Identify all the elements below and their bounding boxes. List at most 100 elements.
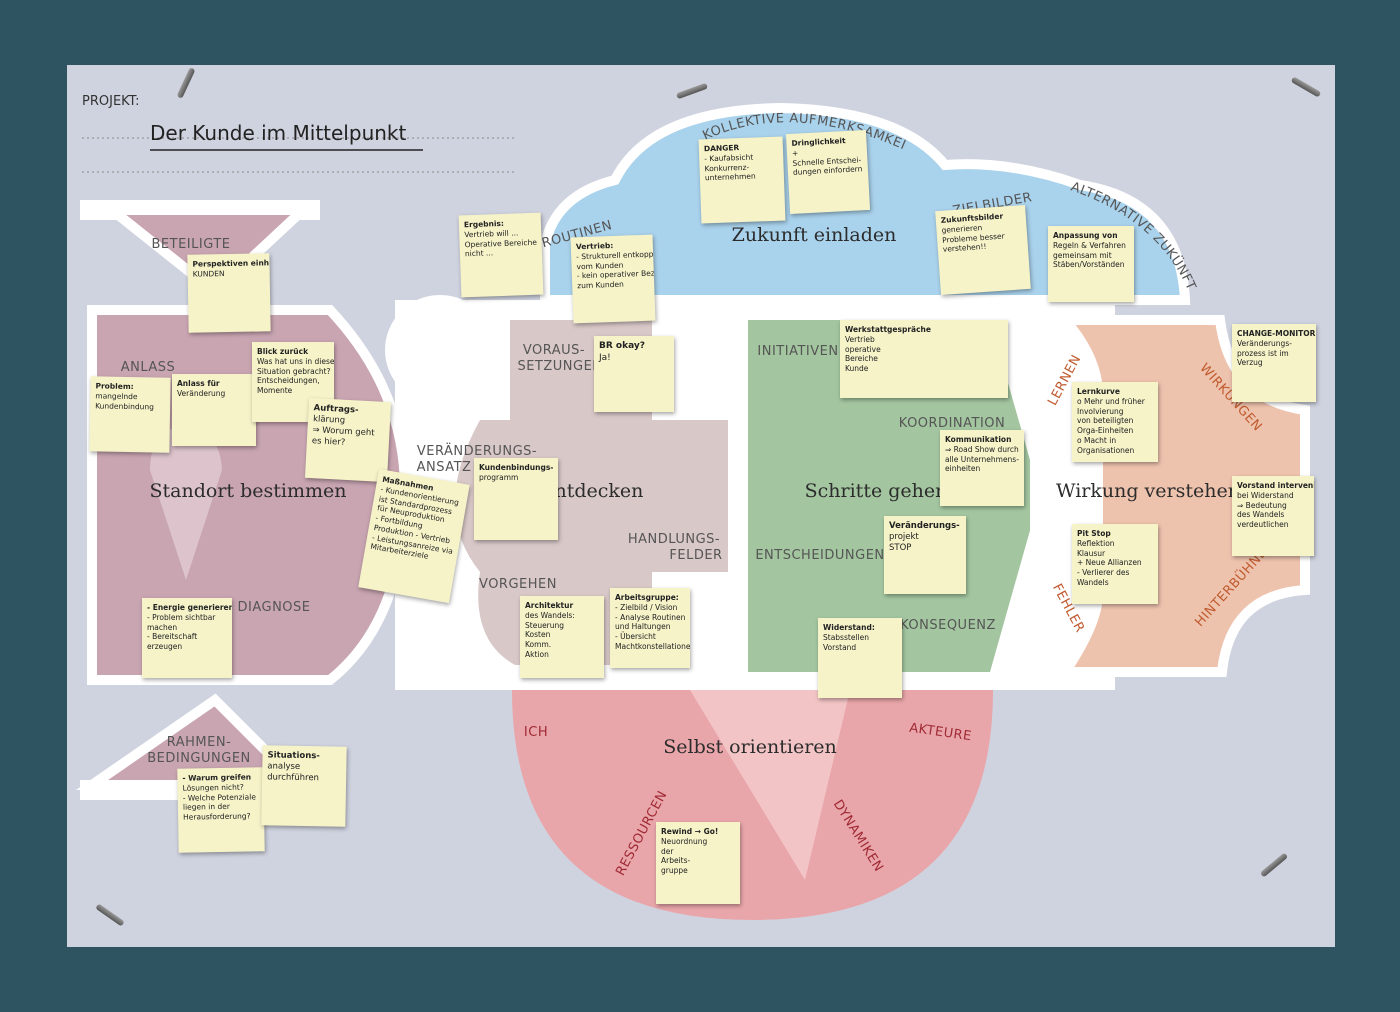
note-line: Regeln & Verfahren: [1053, 240, 1126, 250]
note-line: programm: [479, 472, 519, 482]
note-line: Lernkurve: [1077, 387, 1120, 396]
label-ich: ICH: [524, 725, 548, 740]
note-line: Veränderung: [177, 388, 226, 398]
label-rahmen: RAHMEN-: [167, 735, 232, 750]
note-line: Rewind → Go!: [661, 827, 719, 836]
note-line: projekt: [889, 532, 919, 543]
note-line: erzeugen: [147, 642, 183, 651]
label-bedingungen: BEDINGUNGEN: [147, 751, 251, 766]
note-line: - Übersicht: [615, 632, 656, 641]
note-kundenbindung[interactable]: Kundenbindungs-programm: [474, 458, 558, 540]
note-line: Stäben/Vorständen: [1053, 260, 1125, 270]
note-line: Veränderungs-: [889, 521, 960, 531]
note-line: Perspektiven einholen: [192, 257, 271, 269]
note-line: alle Unternehmens-: [945, 454, 1019, 464]
note-line: Ja!: [599, 352, 611, 363]
note-line: Bereiche: [845, 354, 878, 364]
note-line: o Mehr und früher: [1077, 396, 1145, 406]
note-line: Steuerung: [525, 620, 565, 630]
note-line: Komm.: [525, 640, 552, 649]
note-line: Widerstand:: [823, 623, 875, 632]
note-line: bei Widerstand: [1237, 490, 1294, 500]
note-line: operative: [845, 344, 881, 354]
note-ergebnis[interactable]: Ergebnis:Vertrieb will ...Operative Bere…: [458, 212, 544, 298]
zone-title-schritte: Schritte gehen: [805, 480, 948, 502]
note-line: o Macht in: [1077, 435, 1117, 445]
note-line: Entscheidungen,: [257, 376, 320, 386]
note-line: - Energie generieren: [147, 603, 232, 612]
label-diagnose: DIAGNOSE: [237, 600, 310, 615]
label-konsequenz: KONSEQUENZ: [900, 618, 996, 633]
note-dringlich[interactable]: Dringlichkeit+Schnelle Entschei-dungen e…: [785, 129, 871, 215]
note-line: Wandels: [1077, 577, 1109, 587]
note-vorstand[interactable]: Vorstand interveniertbei Widerstand⇒ Bed…: [1232, 476, 1314, 556]
note-line: BR okay?: [599, 341, 645, 351]
note-line: Arbeits-: [661, 856, 691, 866]
note-line: Machtkonstellationen: [615, 641, 690, 651]
note-line: Pit Stop: [1077, 529, 1111, 538]
note-line: unternehmen: [704, 171, 756, 183]
note-line: durchführen: [267, 772, 320, 784]
zone-schritte: [748, 320, 1040, 672]
note-line: Was hat uns in diese: [257, 356, 334, 366]
label-beteiligte: BETEILIGTE: [152, 237, 231, 252]
note-line: einheiten: [945, 464, 981, 474]
note-line: Anlass für: [177, 379, 220, 388]
note-br[interactable]: BR okay?Ja!: [594, 336, 674, 412]
note-line: machen: [147, 622, 178, 632]
label-koordination: KOORDINATION: [899, 416, 1006, 431]
zone-title-standort: Standort bestimmen: [150, 480, 347, 502]
label-ansatz: ANSATZ: [417, 460, 472, 475]
zone-title-entdecken: Entdecken: [541, 480, 644, 502]
zone-title-selbst: Selbst orientieren: [663, 736, 837, 758]
note-line: gruppe: [661, 866, 688, 875]
note-line: - Zielbild / Vision: [615, 602, 678, 612]
note-line: CHANGE-MONITORING: [1237, 329, 1316, 338]
note-line: Vorstand interveniert: [1237, 481, 1314, 490]
note-line: mangelnde: [95, 391, 138, 401]
note-line: Arbeitsgruppe:: [615, 593, 679, 602]
note-change[interactable]: CHANGE-MONITORINGVeränderungs-prozess is…: [1232, 324, 1316, 402]
label-felder: FELDER: [669, 548, 722, 563]
label-entscheidungen: ENTSCHEIDUNGEN: [755, 548, 884, 563]
label-vorgehen: VORGEHEN: [479, 577, 557, 592]
note-arbeitsgruppe[interactable]: Arbeitsgruppe:- Zielbild / Vision- Analy…: [610, 588, 690, 668]
note-line: Vertrieb: [845, 334, 875, 344]
note-line: zum Kunden: [577, 279, 624, 291]
note-line: ⇒ Road Show durch: [945, 444, 1019, 454]
note-line: Herausforderung?: [183, 811, 251, 822]
note-line: Architektur: [525, 601, 574, 610]
note-line: Klausur: [1077, 548, 1106, 558]
note-line: des Wandels: [1237, 510, 1285, 520]
label-anlass: ANLASS: [121, 360, 176, 375]
note-line: - Verlierer des: [1077, 568, 1130, 577]
note-line: - Problem sichtbar: [147, 612, 216, 622]
note-line: STOP: [889, 543, 912, 554]
note-line: KUNDEN: [192, 268, 225, 279]
note-line: von beteiligten: [1077, 416, 1134, 426]
note-line: prozess ist im: [1237, 348, 1289, 358]
zone-title-wirkung: Wirkung verstehen: [1056, 480, 1240, 502]
label-voraus: VORAUS-: [523, 343, 585, 358]
note-line: ⇒ Bedeutung: [1237, 500, 1287, 510]
label-setzungen: SETZUNGEN: [517, 359, 602, 374]
note-line: verdeutlichen: [1237, 520, 1289, 529]
